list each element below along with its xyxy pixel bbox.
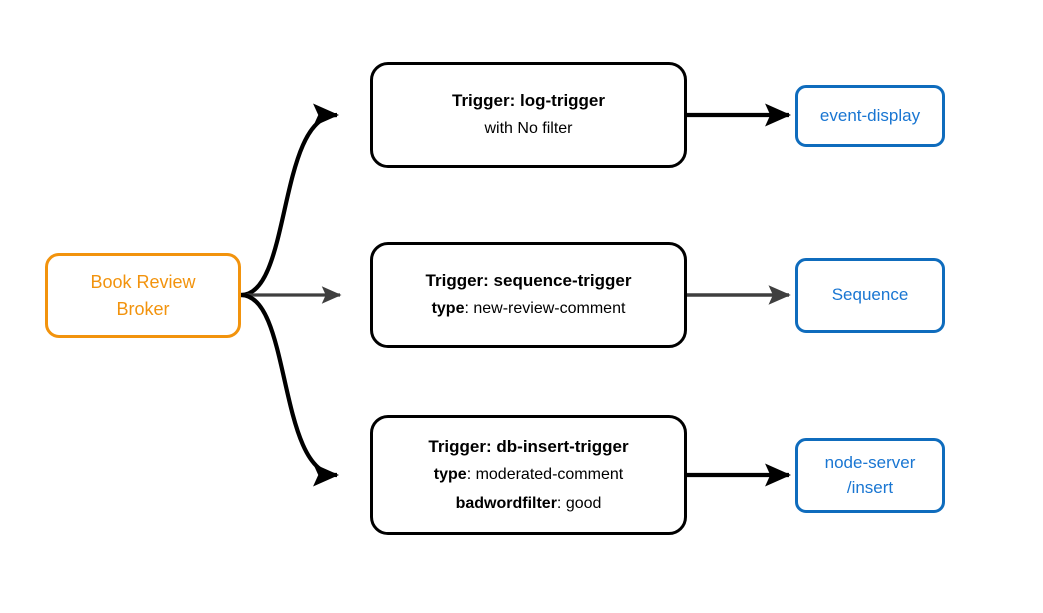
trigger-filter-sep: :: [556, 494, 566, 512]
trigger-detail-line: type: moderated-comment: [434, 461, 623, 489]
node-event-display[interactable]: event-display: [795, 85, 945, 147]
edge-broker-to-trigger-db-insert: [240, 292, 340, 487]
node-trigger-sequence-trigger[interactable]: Trigger: sequence-trigger type: new-revi…: [370, 242, 687, 348]
target-label-line1: event-display: [819, 105, 921, 125]
trigger-title: Trigger: sequence-trigger: [425, 271, 632, 291]
edge-broker-to-trigger-log: [240, 103, 340, 298]
trigger-filter-value: good: [565, 494, 602, 512]
trigger-detail-sep: :: [466, 466, 476, 484]
trigger-detail-key: type: [431, 300, 465, 318]
trigger-filter-key: badwordfilter: [455, 494, 557, 512]
trigger-filter-line: badwordfilter: good: [456, 490, 602, 518]
node-trigger-db-insert-trigger[interactable]: Trigger: db-insert-trigger type: moderat…: [370, 415, 687, 535]
trigger-title: Trigger: log-trigger: [452, 91, 605, 111]
trigger-detail-value: with No filter: [484, 120, 573, 138]
trigger-detail-key: type: [433, 466, 467, 484]
trigger-detail-line: type: new-review-comment: [432, 295, 626, 323]
node-trigger-log-trigger[interactable]: Trigger: log-trigger with No filter: [370, 62, 687, 168]
target-label-line1: Sequence: [831, 285, 909, 305]
trigger-detail-value: new-review-comment: [473, 300, 626, 318]
node-node-server-insert[interactable]: node-server /insert: [795, 438, 945, 513]
target-label-line2: /insert: [846, 477, 894, 497]
trigger-detail-value: moderated-comment: [475, 466, 624, 484]
node-sequence[interactable]: Sequence: [795, 258, 945, 333]
broker-label-line2: Broker: [116, 298, 170, 319]
node-book-review-broker[interactable]: Book Review Broker: [45, 253, 241, 338]
trigger-detail-line: with No filter: [484, 115, 572, 143]
broker-label-line1: Book Review: [90, 272, 196, 293]
target-label-line1: node-server: [824, 452, 916, 472]
trigger-detail-sep: :: [464, 300, 474, 318]
trigger-title: Trigger: db-insert-trigger: [428, 436, 629, 456]
